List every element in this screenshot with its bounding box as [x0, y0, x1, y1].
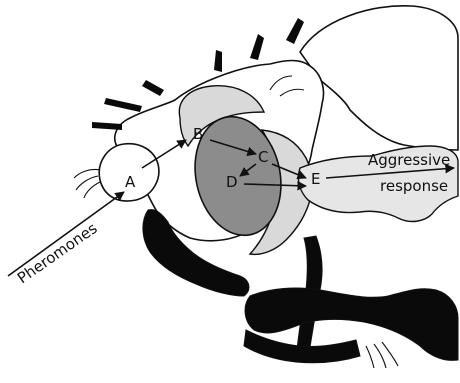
- cortex-outline: [300, 6, 458, 150]
- node-label-A: A: [125, 173, 136, 191]
- node-label-B: B: [193, 125, 203, 143]
- input-label-pheromones: Pheromones: [14, 219, 101, 287]
- output-label-line1: Aggressive: [368, 151, 450, 169]
- node-label-E: E: [311, 170, 320, 188]
- node-label-C: C: [258, 148, 268, 166]
- output-label-line2: response: [380, 177, 448, 195]
- node-label-D: D: [226, 173, 238, 191]
